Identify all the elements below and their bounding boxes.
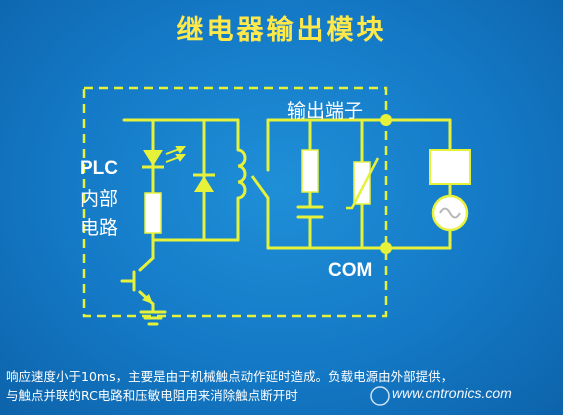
varistor-icon (353, 161, 371, 205)
resistor-icon (144, 192, 162, 234)
output-circuit-wiring (266, 118, 452, 250)
watermark-logo-icon (370, 386, 390, 406)
sine-wave-icon (439, 207, 461, 219)
led-icon (143, 150, 163, 166)
output-terminal-top (380, 114, 392, 126)
load-icon (429, 149, 471, 185)
varistor-slash-icon (346, 157, 380, 210)
output-terminal-label: 输出端子 (287, 100, 364, 122)
com-terminal (380, 242, 392, 254)
internal-circuit-wiring (120, 118, 240, 326)
note-line-1: 响应速度小于10ms，主要是由于机械触点动作延时造成。负载电源由外部提供， (6, 369, 454, 384)
relay-contact-icon (250, 175, 270, 199)
internal-label-line1: 内部 (80, 188, 119, 210)
note-line-2: 与触点并联的RC电路和压敏电阻用来消除触点断开时 (6, 388, 298, 403)
page-title: 继电器输出模块 (176, 15, 387, 46)
rc-resistor-icon (301, 149, 319, 193)
light-emission-arrows-icon (165, 146, 187, 163)
internal-label-line2: 电路 (80, 217, 119, 239)
relay-coil-icon (237, 148, 247, 200)
diode-icon (194, 176, 214, 192)
watermark-text: www.cntronics.com (392, 385, 512, 401)
com-label: COM (328, 260, 373, 281)
plc-label: PLC (80, 158, 118, 179)
module-dashed-boundary (82, 86, 388, 318)
transistor-emitter-arrow (142, 294, 153, 304)
